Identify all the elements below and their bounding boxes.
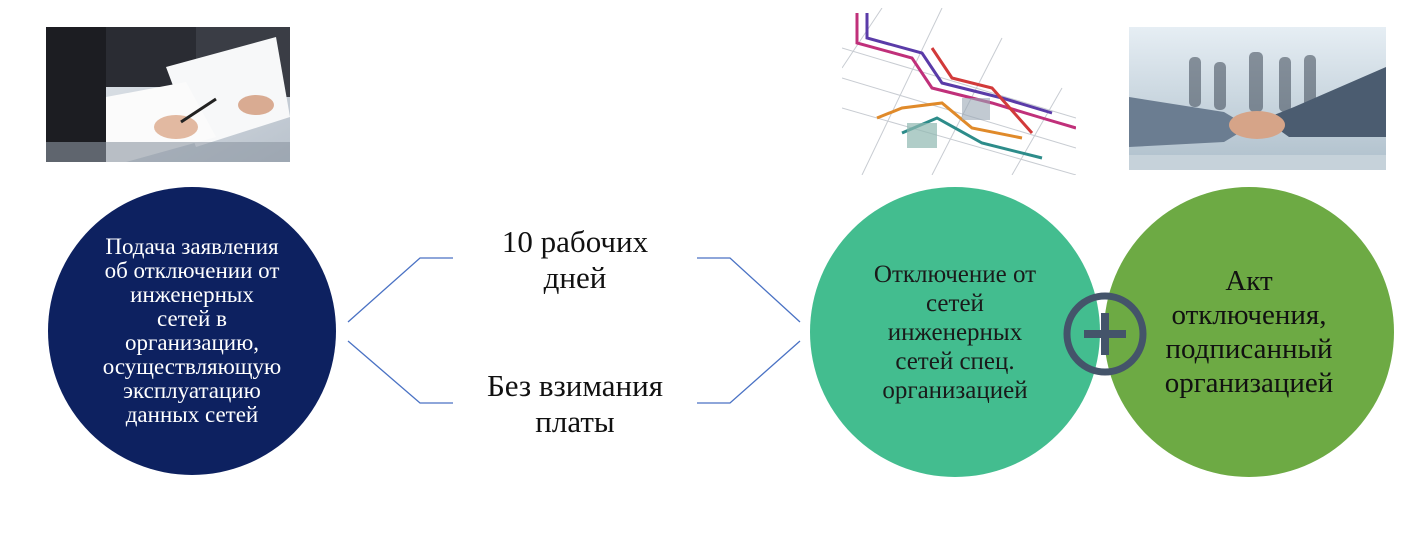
- step-act-circle: Акт отключения, подписанный организацией: [1104, 187, 1394, 477]
- condition-working-days: 10 рабочих дней: [501, 224, 649, 295]
- connector-left-lower: [347, 340, 453, 404]
- step-disconnection-circle: Отключение от сетей инженерных сетей спе…: [810, 187, 1100, 477]
- condition-free-of-charge: Без взимания платы: [486, 368, 663, 439]
- step-application-circle: Подача заявления об отключении от инжене…: [48, 187, 336, 475]
- step-disconnection-text: Отключение от сетей инженерных сетей спе…: [873, 260, 1037, 404]
- connector-left-upper: [347, 257, 453, 323]
- handshake-photo: [1129, 27, 1386, 170]
- step-act-text: Акт отключения, подписанный организацией: [1164, 265, 1334, 399]
- schematic-photo: [842, 8, 1076, 175]
- step-application-text: Подача заявления об отключении от инжене…: [102, 234, 282, 427]
- connector-right-lower: [697, 340, 801, 404]
- connector-right-upper: [697, 257, 801, 323]
- meeting-photo: [46, 27, 290, 162]
- plus-icon: [1063, 292, 1147, 376]
